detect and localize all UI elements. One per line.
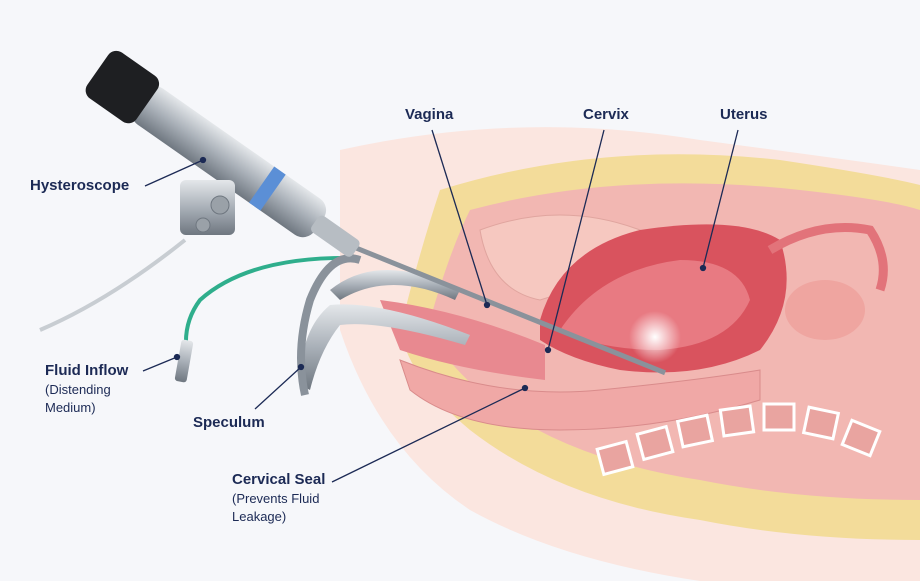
label-speculum: Speculum [193, 414, 265, 431]
ovary [785, 280, 865, 340]
uterine-cavity [560, 260, 750, 350]
leader-cervix [547, 129, 605, 351]
fluid-inflow-tube [183, 255, 361, 346]
label-fluid-inflow: Fluid Inflow [45, 362, 129, 379]
fluid-inflow-connector [174, 339, 194, 383]
scope-rod [348, 243, 666, 376]
scope-body [131, 86, 327, 238]
label-fluid-inflow-sub1: (Distending [45, 382, 111, 397]
scope-light-glow [629, 311, 681, 363]
light-cable [39, 238, 187, 332]
scope-band [249, 166, 286, 211]
label-hysteroscope: Hysteroscope [30, 177, 130, 194]
speculum-blade-lower [300, 304, 470, 390]
scope-valve-block [180, 180, 235, 235]
leader-speculum [254, 366, 302, 410]
leader-cervical-seal [331, 387, 526, 483]
leader-hysteroscope [144, 159, 204, 187]
fallopian-tube [767, 223, 888, 292]
label-uterus: Uterus [720, 106, 768, 123]
label-fluid-inflow-sub2: Medium) [45, 400, 96, 415]
label-cervical-seal-sub2: Leakage) [232, 509, 287, 524]
leader-vagina [431, 129, 488, 306]
label-cervical-seal: Cervical Seal [232, 471, 326, 488]
leader-uterus [702, 129, 739, 269]
rectum [399, 359, 761, 431]
label-cervix: Cervix [583, 106, 629, 123]
label-vagina: Vagina [405, 106, 454, 123]
label-cervical-seal-sub1: (Prevents Fluid [232, 491, 320, 506]
spine [595, 402, 882, 477]
scope-eyepiece [85, 50, 160, 124]
leader-fluid-inflow [142, 356, 178, 372]
